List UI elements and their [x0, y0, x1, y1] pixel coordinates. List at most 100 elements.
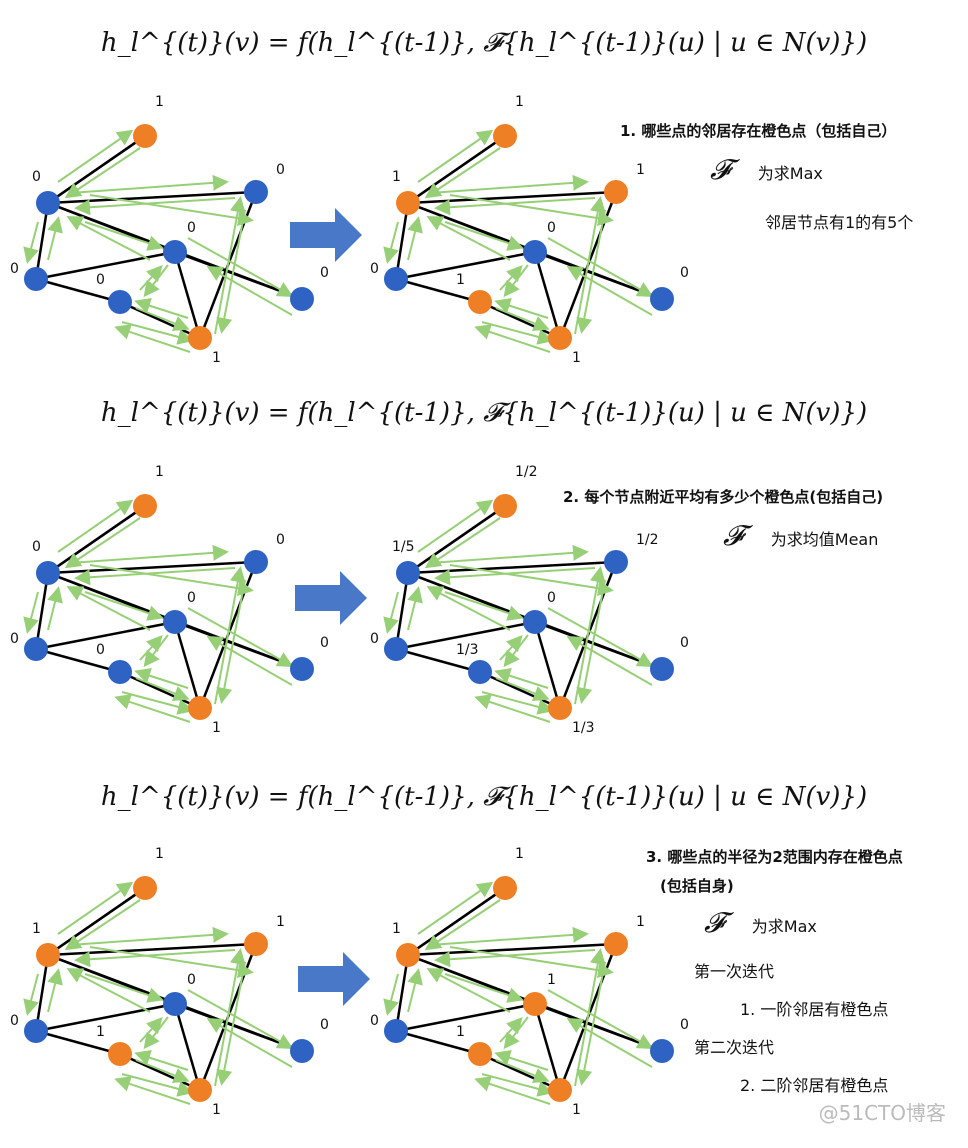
node-label: 1: [515, 846, 524, 862]
message-arrow: [449, 564, 614, 597]
node-label: 1: [547, 972, 556, 988]
big-arrow-2: [295, 571, 367, 625]
node-label: 1: [392, 169, 401, 185]
blue-node: [36, 561, 60, 585]
message-arrow: [139, 265, 163, 291]
blue-node: [36, 191, 60, 215]
message-arrow: [495, 307, 550, 331]
panel-title-3b: (包括自身): [660, 877, 734, 895]
message-arrow: [47, 216, 63, 261]
transform-arrow-3: [298, 952, 370, 1006]
node-label: 0: [32, 539, 41, 555]
graph-edge: [395, 620, 536, 651]
orange-node: [548, 1078, 572, 1102]
message-arrow: [407, 216, 423, 261]
graph-edge: [173, 621, 202, 709]
message-arrow: [134, 668, 189, 689]
message-arrow: [499, 635, 523, 661]
node-label: 1: [212, 350, 221, 366]
node-label: 1: [155, 464, 164, 480]
message-arrow: [187, 237, 294, 297]
node-label: 0: [320, 265, 329, 281]
orange-node: [188, 696, 212, 720]
message-arrow: [444, 973, 524, 1003]
message-arrow: [216, 961, 246, 1086]
blue-node: [108, 290, 132, 314]
message-arrow: [499, 1017, 523, 1043]
blue-node: [384, 267, 408, 291]
graph-edge: [394, 202, 410, 280]
blue-node: [24, 637, 48, 661]
message-arrow: [216, 579, 246, 704]
message-arrow: [503, 264, 529, 298]
blue-node: [163, 992, 187, 1016]
graph-edge: [394, 572, 410, 650]
blue-node: [523, 610, 547, 634]
message-arrow: [574, 566, 606, 705]
message-arrow: [143, 1016, 169, 1050]
transform-arrow-1: [290, 208, 362, 262]
node-label: 0: [10, 261, 19, 277]
node-label: 0: [10, 631, 19, 647]
graph-edge: [533, 621, 562, 709]
desc-line-3-4: 2. 二阶邻居有橙色点: [740, 1076, 889, 1095]
side-text-1: 1. 哪些点的邻居存在橙色点（包括自己） 𝓕 为求Max 邻居节点有1的有5个: [620, 120, 913, 233]
node-label: 0: [276, 532, 285, 548]
message-arrow: [84, 591, 164, 621]
graph-edge: [47, 886, 146, 957]
node-label: 1/3: [456, 642, 479, 658]
formula-3: h_l^{(t)}(v) = f(h_l^{(t-1)}, 𝓕{h_l^{(t-…: [100, 782, 868, 812]
message-arrow: [121, 321, 194, 345]
orange-node: [604, 932, 628, 956]
graph-edge: [35, 647, 121, 674]
message-arrow: [47, 586, 63, 631]
graph-edge: [407, 190, 617, 205]
node-label: 0: [10, 1013, 19, 1029]
node-label: 1: [456, 272, 465, 288]
message-arrow: [417, 499, 494, 553]
message-arrow: [495, 1059, 550, 1083]
graph-edge: [533, 1003, 562, 1091]
message-arrow: [429, 174, 589, 194]
node-label: 1: [636, 914, 645, 930]
message-arrow: [494, 1050, 549, 1071]
message-arrow: [424, 517, 501, 569]
message-arrow: [89, 946, 254, 979]
message-arrow: [23, 221, 39, 264]
node-label: 1: [515, 94, 524, 110]
f-symbol-3: 𝓕: [704, 906, 725, 939]
message-arrow: [66, 216, 151, 261]
message-arrow: [566, 1018, 653, 1068]
graph-edge: [35, 1029, 121, 1056]
blue-node: [290, 287, 314, 311]
graph-edge: [35, 250, 176, 281]
message-arrow: [474, 1076, 551, 1105]
f-symbol-1: 𝓕: [710, 153, 731, 186]
message-arrow: [214, 948, 246, 1087]
graph-edge: [395, 647, 481, 674]
orange-node: [36, 943, 60, 967]
message-arrow: [57, 129, 134, 183]
message-arrow: [444, 221, 524, 251]
graph-edge: [47, 504, 146, 575]
graph-edge: [34, 954, 50, 1032]
graph-edge: [173, 251, 202, 339]
node-label: 1/3: [572, 720, 595, 736]
node-label: 1: [155, 94, 164, 110]
blue-node: [290, 657, 314, 681]
orange-node: [244, 932, 268, 956]
orange-node: [523, 992, 547, 1016]
message-arrow: [139, 1017, 163, 1043]
blue-node: [650, 287, 674, 311]
message-arrow: [187, 607, 294, 667]
blue-node: [163, 610, 187, 634]
message-arrow: [134, 298, 189, 319]
big-arrow-1: [290, 208, 362, 262]
message-arrow: [206, 266, 293, 316]
message-arrow: [66, 968, 151, 1013]
message-arrow: [143, 264, 169, 298]
message-arrow: [114, 1076, 191, 1105]
